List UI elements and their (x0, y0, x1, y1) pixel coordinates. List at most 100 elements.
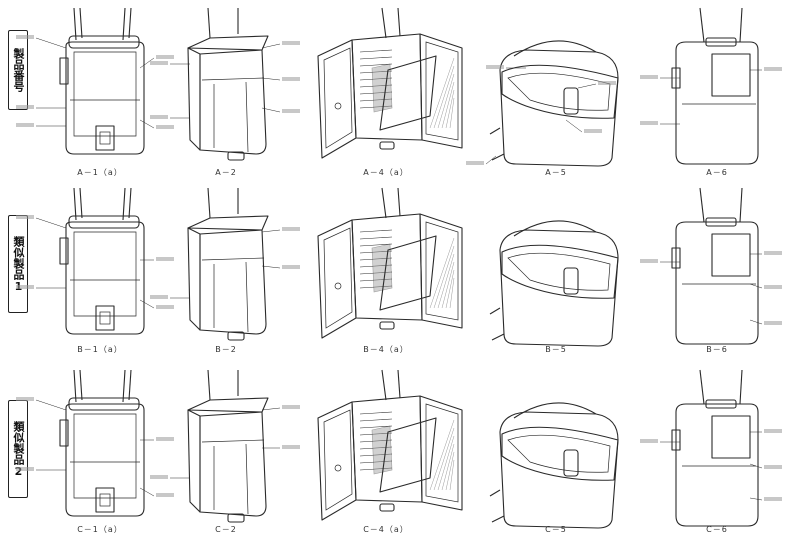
drawing-b4-left-window (323, 227, 353, 329)
drawing-b2-bottom-clip (227, 331, 245, 341)
drawing-b1-strap-left-2 (79, 187, 83, 219)
drawing-b1-body (65, 221, 145, 335)
c2-label-mark-1 (282, 445, 300, 449)
caption-c2: C－2 (215, 525, 237, 534)
drawing-c4-bottom-clip (379, 503, 395, 512)
drawing-b4-strap-right (397, 187, 401, 217)
drawing-b4-slot-2 (359, 243, 393, 247)
drawing-a1-strap-right-2 (128, 7, 132, 39)
drawing-a5-flap (501, 64, 619, 119)
c6-label-mark-2 (764, 465, 782, 469)
a2-leader-4 (261, 107, 281, 113)
leaders-c6 (640, 429, 782, 501)
c1-leader-0 (35, 399, 67, 411)
drawing-b2 (187, 187, 269, 341)
caption-a1: A－1（a） (77, 168, 123, 177)
drawing-a1-buckle-inner (99, 131, 111, 145)
drawing-b2-strap-left (207, 187, 211, 219)
drawing-a4-bottom-clip (379, 141, 395, 150)
leaders-a6 (640, 67, 782, 125)
caption-b1: B－1（a） (77, 345, 123, 354)
drawing-a4-hatch-0 (429, 57, 455, 129)
b1-label-mark-0 (16, 215, 34, 219)
drawing-c4-slot-3 (359, 432, 393, 436)
a1-leader-3 (139, 57, 155, 69)
drawing-b1 (59, 187, 145, 335)
c1-label-mark-0 (16, 397, 34, 401)
a5-leader-3 (485, 155, 497, 165)
drawing-b4-right-window (425, 221, 459, 321)
drawing-c4-right-window (425, 403, 459, 503)
b6-label-mark-0 (640, 259, 658, 263)
drawing-b6-strap-left (699, 187, 705, 223)
drawing-b2-flap-edge (201, 257, 265, 261)
drawing-a2-bottom-clip (227, 151, 245, 161)
leaders-b1 (16, 215, 174, 309)
drawing-c4-slot-1 (359, 418, 393, 422)
drawing-c6-body (675, 403, 759, 527)
c1-label-mark-1 (16, 467, 34, 471)
drawing-a4-hatch-1 (433, 65, 455, 129)
drawing-c1-strap-right-2 (128, 369, 132, 401)
a5-label-mark-2 (584, 129, 602, 133)
drawing-a4-shade-panel (371, 63, 393, 113)
drawing-b6-id-window (711, 233, 751, 277)
drawing-a4-slot-3 (359, 70, 393, 74)
drawing-c4-slot-5 (359, 446, 393, 450)
caption-a5: A－5 (545, 168, 567, 177)
a6-label-mark-1 (640, 121, 658, 125)
b2-leader-1 (261, 265, 281, 269)
drawing-a5 (489, 40, 619, 167)
drawing-c4-strap-left (381, 369, 387, 401)
drawing-a1-side-buckle (59, 57, 69, 85)
drawing-c4-left-window (323, 409, 353, 511)
drawing-c4-hatch-1 (433, 427, 455, 491)
a1-label-mark-3 (156, 55, 174, 59)
drawing-b4-right-cover (419, 213, 463, 329)
drawing-b4-snap (334, 282, 342, 290)
b6-leader-2 (749, 283, 763, 289)
b2-leader-0 (261, 229, 281, 233)
drawing-a4-slot-6 (359, 91, 393, 95)
a5-leader-2 (565, 119, 583, 133)
b1-label-mark-3 (156, 305, 174, 309)
drawing-c4-hatch-2 (437, 435, 455, 491)
drawing-b5-buckle (563, 267, 579, 295)
drawing-c4-slot-2 (359, 425, 393, 429)
b1-label-mark-2 (156, 257, 174, 261)
caption-a4: A－4（a） (363, 168, 409, 177)
drawing-b5-strap-ends (489, 307, 505, 341)
caption-a6: A－6 (706, 168, 728, 177)
drawing-b6-body (675, 221, 759, 345)
drawing-c4-strap-right (397, 369, 401, 399)
drawing-b5-handle (513, 220, 597, 237)
a5-leader-1 (577, 83, 597, 89)
a1-label-mark-0 (16, 35, 34, 39)
drawing-b4-slot-8 (359, 285, 393, 289)
drawing-c5-strap-ends (489, 489, 505, 523)
drawing-b5-body (499, 229, 619, 347)
caption-c6: C－6 (706, 525, 728, 534)
drawing-a5-handle (513, 40, 597, 57)
drawing-a4-slot-0 (359, 49, 393, 53)
drawing-b1-front-buckle (95, 305, 115, 331)
drawing-c6-side-buckle (671, 429, 681, 451)
drawing-a6-body (675, 41, 759, 165)
drawing-c1 (59, 369, 145, 517)
caption-b5: B－5 (545, 345, 567, 354)
drawing-c1-front-buckle (95, 487, 115, 513)
drawing-b4-hatch-2 (437, 253, 455, 309)
a1-label-mark-2 (16, 123, 34, 127)
drawing-a4-slot-2 (359, 63, 393, 67)
a1-label-mark-1 (16, 105, 34, 109)
c1-label-mark-3 (156, 493, 174, 497)
drawing-b4-hatch-4 (445, 269, 455, 309)
a6-label-mark-2 (764, 67, 782, 71)
a1-leader-0 (35, 37, 67, 49)
a2-leader-2 (261, 43, 281, 49)
drawing-c2-side (187, 409, 201, 513)
drawing-a2-pocket-lines (213, 81, 249, 153)
a6-label-mark-0 (640, 75, 658, 79)
c6-label-mark-0 (640, 439, 658, 443)
caption-c4: C－4（a） (363, 525, 409, 534)
